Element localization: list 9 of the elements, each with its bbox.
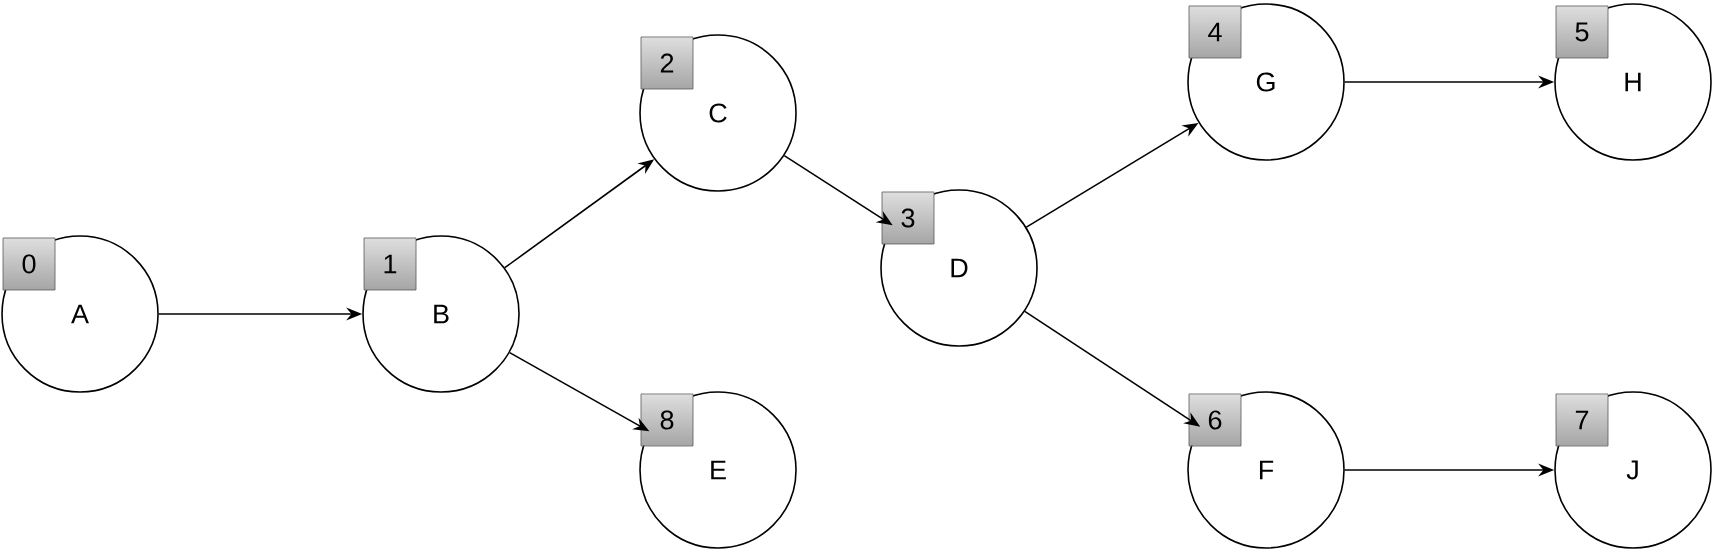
number-badge: 3 (881, 191, 935, 245)
number-badge: 5 (1555, 5, 1609, 59)
number-badge: 2 (640, 36, 694, 90)
number-badge: 0 (2, 237, 56, 291)
number-badge: 1 (363, 237, 417, 291)
number-badge: 7 (1555, 393, 1609, 447)
number-badge: 4 (1188, 5, 1242, 59)
number-badge: 6 (1188, 393, 1242, 447)
number-badge: 8 (640, 393, 694, 447)
